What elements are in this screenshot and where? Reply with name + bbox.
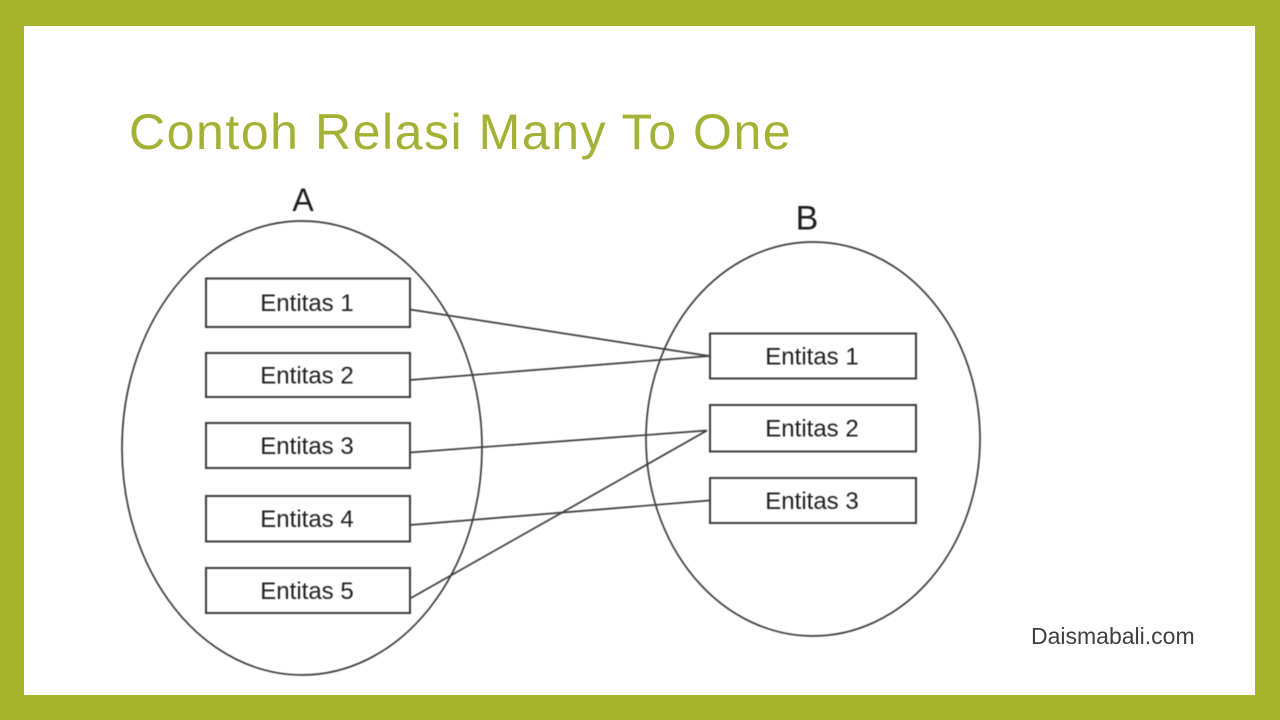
svg-text:A: A — [292, 182, 314, 218]
svg-text:Entitas 3: Entitas 3 — [765, 488, 858, 515]
svg-text:Entitas 1: Entitas 1 — [260, 290, 353, 317]
svg-text:Entitas 4: Entitas 4 — [260, 506, 353, 533]
svg-text:Entitas 2: Entitas 2 — [765, 416, 858, 443]
svg-text:Entitas 1: Entitas 1 — [765, 344, 858, 371]
svg-text:Entitas 2: Entitas 2 — [260, 363, 353, 390]
svg-text:B: B — [796, 200, 819, 238]
svg-text:Entitas 3: Entitas 3 — [260, 433, 353, 460]
svg-text:Entitas 5: Entitas 5 — [260, 578, 353, 605]
